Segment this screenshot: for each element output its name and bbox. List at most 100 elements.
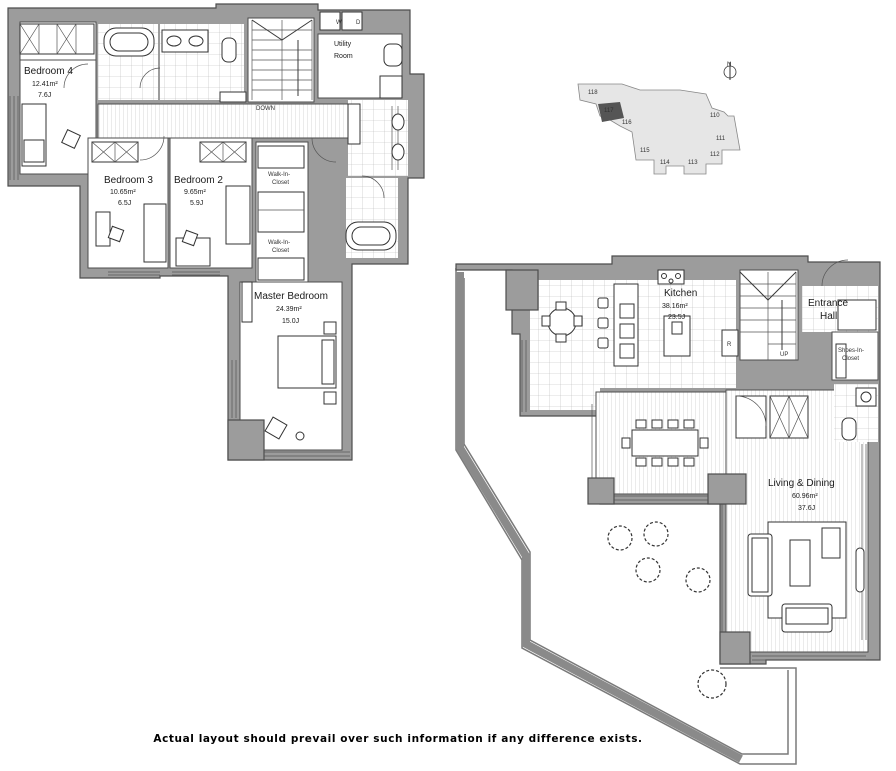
double-vanity — [161, 29, 209, 53]
walk-in-closet-1-label-1: Walk-In- — [268, 172, 290, 178]
key-plan-highlight-unit — [598, 102, 624, 122]
powder-room-toilet — [841, 417, 857, 441]
walk-in-closet-1-label-2: Closet — [272, 180, 289, 186]
column-4 — [505, 269, 539, 311]
round-table — [547, 307, 577, 337]
lower-stairs — [739, 271, 797, 360]
shoes-closet-label-1: Shoes-In- — [838, 348, 864, 354]
utility-room-label-2: Room — [334, 53, 353, 60]
bedroom-2-name: Bedroom 2 — [174, 175, 223, 186]
key-unit-110: 110 — [710, 113, 720, 119]
disclaimer-text: Actual layout should prevail over such i… — [153, 733, 643, 745]
master-bedroom-name: Master Bedroom — [254, 291, 328, 302]
bedroom-4-window — [9, 96, 19, 180]
utility-room-label-1: Utility — [334, 41, 352, 48]
key-unit-116: 116 — [622, 120, 632, 126]
bath-cabinet — [219, 91, 247, 103]
tree-icon — [685, 567, 711, 593]
tv-stand — [855, 547, 865, 593]
key-unit-113: 113 — [688, 160, 698, 166]
master-bedroom-area: 24.39m² — [276, 306, 302, 313]
kitchen-island — [663, 315, 691, 357]
key-unit-118: 118 — [588, 90, 598, 96]
key-unit-112: 112 — [710, 152, 720, 158]
utility-toilet — [383, 43, 403, 67]
kitchen-window — [521, 340, 527, 412]
kitchen-area: 38.16m² — [662, 303, 688, 310]
terrace-boundary — [455, 268, 797, 765]
walk-in-closet-2-label-1: Walk-In- — [268, 240, 290, 246]
living-dining-name: Living & Dining — [768, 478, 835, 489]
key-unit-117: 117 — [604, 108, 614, 114]
living-dining-jo: 37.6J — [798, 505, 815, 512]
master-window-bottom — [264, 451, 350, 457]
living-window-right — [861, 444, 867, 640]
upper-floor: DOWN W D Utility Room Walk-In- Close — [7, 3, 425, 461]
nightstand-2 — [323, 391, 337, 405]
bedroom-2-bed — [225, 185, 251, 245]
down-mark: DOWN — [256, 106, 275, 112]
north-mark: N — [727, 62, 731, 68]
bedroom-3-name: Bedroom 3 — [104, 175, 153, 186]
tree-icon — [643, 521, 669, 547]
bedroom-3-bed — [143, 203, 167, 263]
coffee-table — [789, 539, 811, 587]
bedroom-windows — [108, 271, 220, 276]
walk-in-closet-2-label-2: Closet — [272, 248, 289, 254]
bedroom-3-desk — [95, 211, 111, 247]
dining-table — [631, 429, 699, 457]
key-unit-114: 114 — [660, 160, 670, 166]
tree-icon — [607, 525, 633, 551]
bedroom-3-jo: 6.5J — [118, 200, 131, 207]
entrance-bench — [837, 299, 877, 331]
side-table — [821, 527, 841, 559]
dining-chairs — [621, 419, 709, 467]
utility-sink — [379, 75, 403, 99]
living-window-left — [721, 504, 727, 632]
pantry-cabinet — [735, 395, 767, 439]
living-window-bottom — [752, 655, 866, 661]
washer — [319, 11, 341, 31]
entrance-hall-label-2: Hall — [820, 311, 837, 322]
entrance-hall-label-1: Entrance — [808, 298, 848, 309]
bedroom-4-chair — [61, 129, 81, 149]
bedroom-4-area: 12.41m² — [32, 81, 58, 88]
column — [227, 419, 265, 461]
key-unit-111: 111 — [716, 136, 726, 142]
upper-stairs — [251, 19, 313, 100]
up-mark: UP — [780, 352, 788, 358]
tree-icon — [635, 557, 661, 583]
washer-mark: W — [336, 20, 342, 26]
master-chair — [264, 416, 288, 440]
key-plan: 118 117 116 115 114 113 112 111 110 N — [577, 62, 741, 175]
refrigerator — [721, 329, 739, 357]
bedroom-2-jo: 5.9J — [190, 200, 203, 207]
living-dining-area: 60.96m² — [792, 493, 818, 500]
bedroom-3-area: 10.65m² — [110, 189, 136, 196]
lower-floor: R UP Shoes-In- Closet — [455, 255, 881, 765]
nightstand-1 — [323, 321, 337, 335]
column-1 — [587, 477, 615, 505]
key-plan-building — [577, 83, 741, 175]
master-window — [231, 360, 237, 418]
bedroom-4-jo: 7.6J — [38, 92, 51, 99]
dining-window-left — [591, 404, 597, 478]
corridor-closet — [347, 103, 361, 145]
corridor-floor — [97, 103, 349, 139]
refrigerator-mark: R — [727, 342, 732, 348]
shoes-closet-label-2: Closet — [842, 356, 859, 362]
toilet-1 — [221, 37, 237, 63]
tree-icon — [697, 669, 727, 699]
lower-stair-well — [739, 269, 799, 361]
kitchen-jo: 23.5J — [668, 314, 685, 321]
column-3 — [719, 631, 751, 665]
dryer — [341, 11, 363, 31]
kitchen-name: Kitchen — [664, 288, 697, 299]
dining-window — [614, 495, 708, 501]
bedroom-4-name: Bedroom 4 — [24, 66, 73, 77]
master-bedroom-jo: 15.0J — [282, 318, 299, 325]
key-unit-115: 115 — [640, 148, 650, 154]
dryer-mark: D — [356, 20, 361, 26]
bedroom-2-area: 9.65m² — [184, 189, 206, 196]
